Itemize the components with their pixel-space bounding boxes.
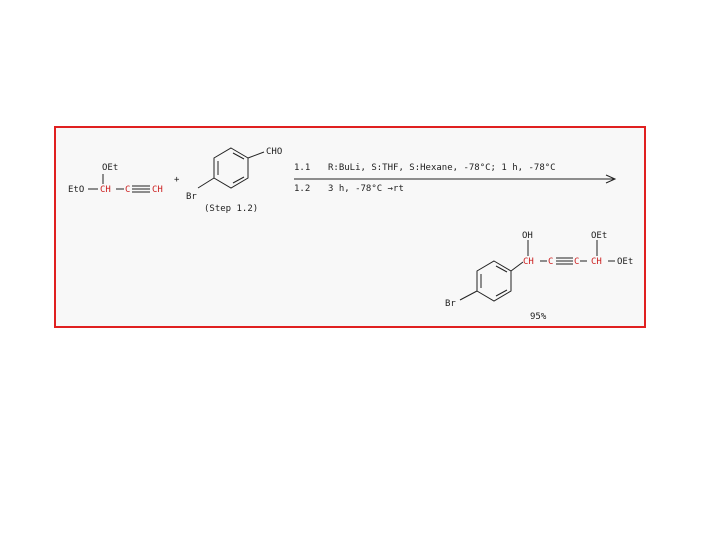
label-product-ch2: CH — [591, 257, 602, 267]
ring-double-bond-1 — [232, 152, 245, 160]
product-ring-double-bond-2 — [495, 289, 508, 297]
label-ch: CH — [100, 185, 111, 195]
label-product-c1: C — [548, 257, 553, 267]
label-oet-top: OEt — [102, 163, 118, 173]
reaction-arrow — [294, 174, 617, 184]
label-br: Br — [186, 192, 197, 202]
label-oh: OH — [522, 231, 533, 241]
reactant-bromobenzaldehyde — [197, 147, 265, 189]
step-label: (Step 1.2) — [204, 204, 258, 214]
reactant-propargyl-acetal — [88, 174, 150, 193]
label-cho: CHO — [266, 147, 282, 157]
label-terminal-ch: CH — [152, 185, 163, 195]
reaction-scheme-canvas: OEt EtO CH C CH + CHO Br (Step 1.2) 1.1 … — [68, 147, 633, 322]
reaction-scheme: OEt EtO CH C CH + CHO Br (Step 1.2) 1.1 … — [54, 126, 646, 328]
ring-double-bond-2 — [232, 176, 245, 184]
condition-step2-number: 1.2 — [294, 184, 310, 194]
bond-ring-cho — [247, 151, 265, 159]
condition-step1-text: R:BuLi, S:THF, S:Hexane, -78°C; 1 h, -78… — [328, 163, 556, 173]
plus-sign: + — [174, 175, 180, 185]
condition-step2-text: 3 h, -78°C →rt — [328, 184, 404, 194]
benzene-ring — [213, 147, 249, 189]
yield-label: 95% — [530, 312, 547, 322]
product-benzene-ring — [476, 260, 512, 302]
product-structure — [459, 240, 615, 302]
label-product-br: Br — [445, 299, 456, 309]
condition-step1-number: 1.1 — [294, 163, 310, 173]
label-product-oet-right: OEt — [617, 257, 633, 267]
label-product-c2: C — [574, 257, 579, 267]
bond-ring-ch — [510, 261, 524, 272]
product-ring-double-bond-1 — [495, 265, 508, 273]
arrow-head — [605, 174, 617, 184]
label-eto: EtO — [68, 185, 84, 195]
bond-ring-br — [459, 290, 478, 301]
label-c: C — [125, 185, 130, 195]
label-product-oet-top: OEt — [591, 231, 607, 241]
label-product-ch1: CH — [523, 257, 534, 267]
bond-ring-br — [197, 177, 215, 189]
